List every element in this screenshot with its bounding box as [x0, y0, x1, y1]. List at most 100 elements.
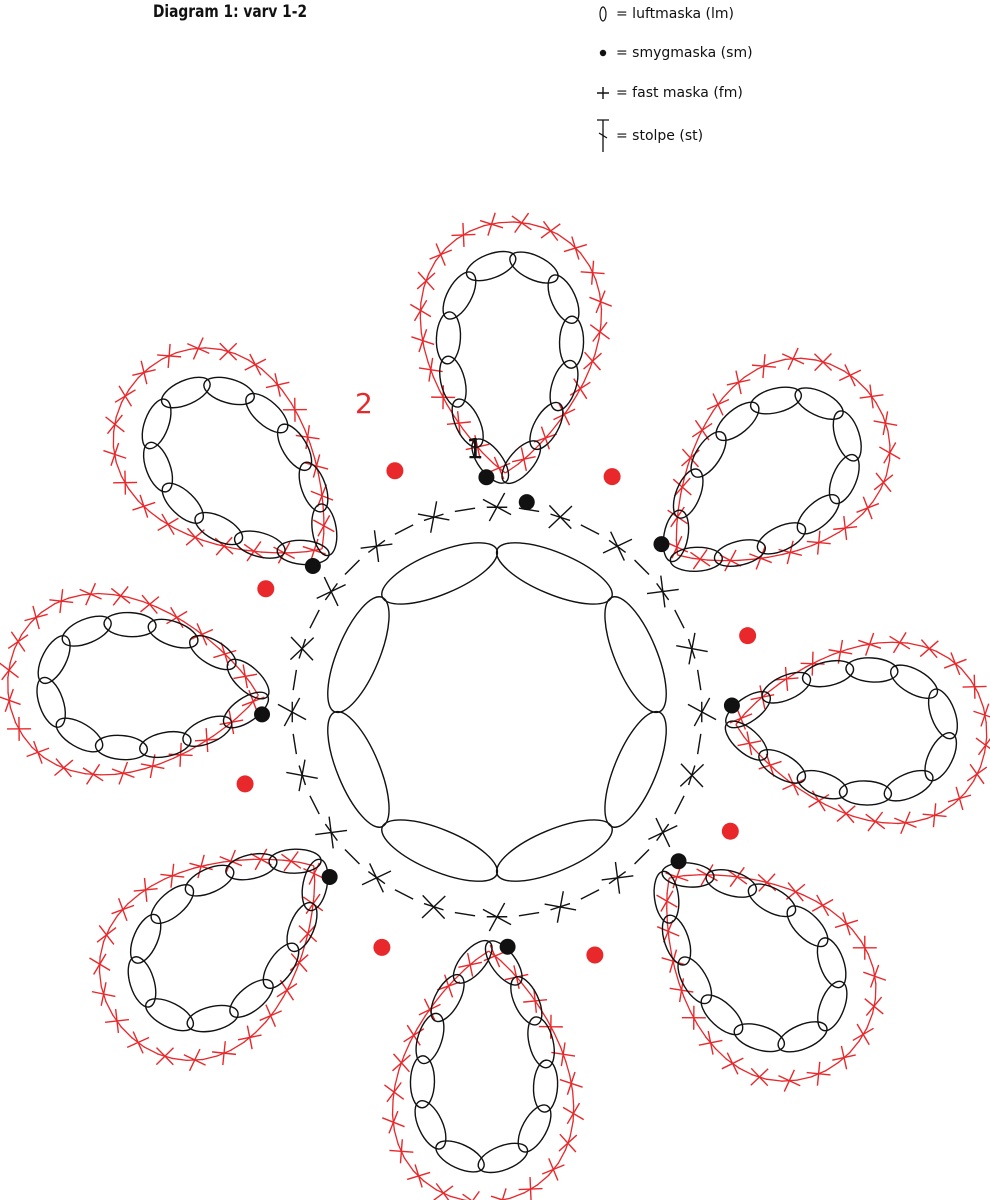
- round-2-chain-dash: [205, 347, 222, 351]
- round-2-chain-dash: [876, 641, 893, 644]
- slip-stitch-dot: [518, 494, 535, 511]
- round-2-chain-dash: [291, 550, 308, 554]
- ring-dash: [518, 911, 540, 917]
- round-2-chain-dash: [926, 811, 943, 820]
- round-2-chain-dash: [148, 510, 163, 522]
- round-2-chain-dash: [127, 596, 144, 603]
- round-2-chain-dash: [218, 648, 232, 661]
- round-2-chain-dash: [811, 538, 827, 547]
- round-2-chain-dash: [687, 450, 694, 466]
- round-2-chain-dash: [237, 858, 254, 861]
- round-2-chain-dash: [131, 1037, 145, 1048]
- round-2-chain-dash: [867, 819, 884, 824]
- chain-oval: [94, 734, 149, 761]
- round-2-chain-dash: [463, 959, 477, 971]
- chain-oval: [286, 901, 318, 953]
- chain-oval: [724, 720, 769, 761]
- round-2-chain-dash: [305, 925, 311, 942]
- round-2-chain-dash: [115, 771, 132, 775]
- round-2-chain-dash: [31, 746, 45, 759]
- round-2-chain-dash: [786, 779, 801, 790]
- chain-oval: [715, 401, 760, 442]
- round-2-chain-dash: [556, 233, 571, 244]
- chain-oval-icon: [599, 6, 607, 22]
- chain-oval: [435, 1140, 485, 1173]
- chain-oval: [311, 503, 338, 557]
- round-2-chain-dash: [157, 1053, 173, 1060]
- large-chain-oval: [327, 710, 390, 828]
- round-2-chain-dash: [879, 474, 888, 490]
- chain-oval: [439, 355, 467, 408]
- round-2-chain-dash: [683, 874, 700, 877]
- round-2-chain-dash: [442, 979, 455, 993]
- large-chain-oval: [381, 819, 499, 882]
- round-2-chain-dash: [248, 359, 263, 370]
- round-2-single-crochet-cross: [975, 737, 990, 756]
- chain-oval: [777, 1021, 828, 1053]
- round-2-chain-dash: [392, 1084, 396, 1101]
- round-2-chain-dash: [456, 230, 471, 240]
- round-2-chain-dash: [435, 1189, 451, 1198]
- round-2-chain-dash: [571, 1090, 575, 1107]
- round-2-chain-dash: [940, 802, 955, 813]
- round-2-chain-dash: [600, 308, 603, 325]
- slip-stitch-dot: [499, 938, 516, 955]
- round-2-chain-dash: [801, 893, 817, 903]
- chain-oval: [838, 780, 893, 806]
- round-2-chain-dash: [983, 737, 988, 754]
- chain-oval: [758, 749, 807, 784]
- round-2-chain-dash: [195, 628, 209, 640]
- round-2-chain-dash: [598, 323, 602, 340]
- chain-oval: [477, 1142, 529, 1174]
- legend-label: = smygmaska (sm): [616, 45, 753, 61]
- round-2-chain-dash: [260, 368, 274, 381]
- round-2-chain-dash: [53, 597, 69, 605]
- round-2-chain-dash: [216, 543, 233, 549]
- round-2-chain-dash: [171, 1057, 188, 1062]
- round-2-chain-dash: [712, 397, 724, 412]
- chain-oval: [761, 671, 812, 704]
- round-2-chain-dash: [882, 415, 889, 431]
- round-2-chain-dash: [838, 810, 854, 818]
- round-2-chain-dash: [289, 969, 298, 985]
- round-2-chain-dash: [689, 1010, 699, 1026]
- round-2-chain-dash: [320, 487, 324, 504]
- round-2-chain-dash: [424, 1002, 435, 1017]
- ring-dash: [674, 795, 685, 815]
- round-2-chain-dash: [850, 512, 864, 525]
- round-2-chain-dash: [779, 673, 794, 684]
- round-2-chain-dash: [462, 428, 474, 442]
- round-2-chain-dash: [112, 593, 129, 598]
- ring-dash: [344, 849, 360, 865]
- round-2-chain-dash: [500, 960, 513, 973]
- round-2-chain-dash: [589, 353, 596, 369]
- slip-stitch-dot: [254, 706, 271, 723]
- round-2-chain-dash: [704, 409, 715, 425]
- round-2-chain-dash: [159, 757, 175, 765]
- chain-oval: [145, 998, 195, 1032]
- round-2-chain-dash: [935, 650, 951, 660]
- ring-dash: [608, 539, 627, 553]
- round-2-chain-dash: [239, 669, 251, 683]
- ring-dash: [367, 871, 386, 885]
- chain-oval: [845, 657, 899, 683]
- round-2-chain-dash: [112, 416, 117, 433]
- round-2-chain-dash: [559, 407, 570, 422]
- round-2-chain-dash: [220, 348, 237, 355]
- round-2-chain-dash: [539, 431, 552, 445]
- round-2-chain-dash: [758, 879, 775, 886]
- round-2-chain-dash: [186, 1058, 203, 1062]
- round-2-chain-dash: [756, 362, 772, 370]
- chain-oval: [141, 398, 172, 450]
- chain-oval: [677, 956, 713, 1005]
- slip-stitch-dot: [653, 536, 670, 553]
- round-2-chain-dash: [120, 1026, 133, 1039]
- round-2-chain-dash: [313, 880, 316, 897]
- diagram-title: Diagram 1: varv 1-2: [153, 2, 308, 22]
- large-chain-oval: [495, 542, 613, 605]
- round-2-chain-dash: [115, 461, 123, 477]
- ring-dash: [608, 871, 627, 885]
- round-2-chain-dash: [55, 764, 72, 772]
- ring-dash: [309, 795, 320, 815]
- chain-oval: [222, 691, 270, 729]
